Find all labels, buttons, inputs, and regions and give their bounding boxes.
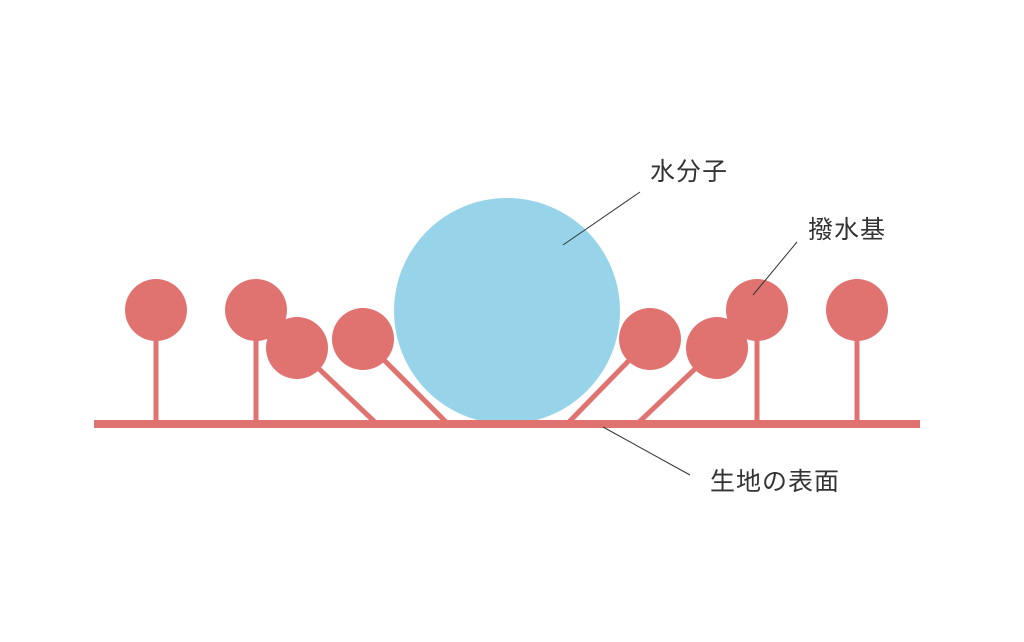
water-molecule-leader (562, 191, 641, 246)
water-repellent-group (619, 308, 681, 370)
water-repellent-group-leader (752, 241, 798, 296)
water-repellent-group (125, 279, 187, 341)
water-repellent-group-label: 撥水基 (808, 215, 887, 244)
water-repellent-group (266, 317, 328, 379)
fabric-surface-leader (602, 426, 691, 476)
water-repellent-group (826, 279, 888, 341)
water-repellent-group (726, 279, 788, 341)
water-repellent-group (225, 279, 287, 341)
water-repellent-group (332, 308, 394, 370)
fabric-surface-label: 生地の表面 (710, 467, 841, 496)
water-molecule (394, 198, 620, 424)
water-molecule-label: 水分子 (650, 157, 729, 186)
fabric-surface-line (94, 420, 920, 428)
water-repellent-group (686, 317, 748, 379)
